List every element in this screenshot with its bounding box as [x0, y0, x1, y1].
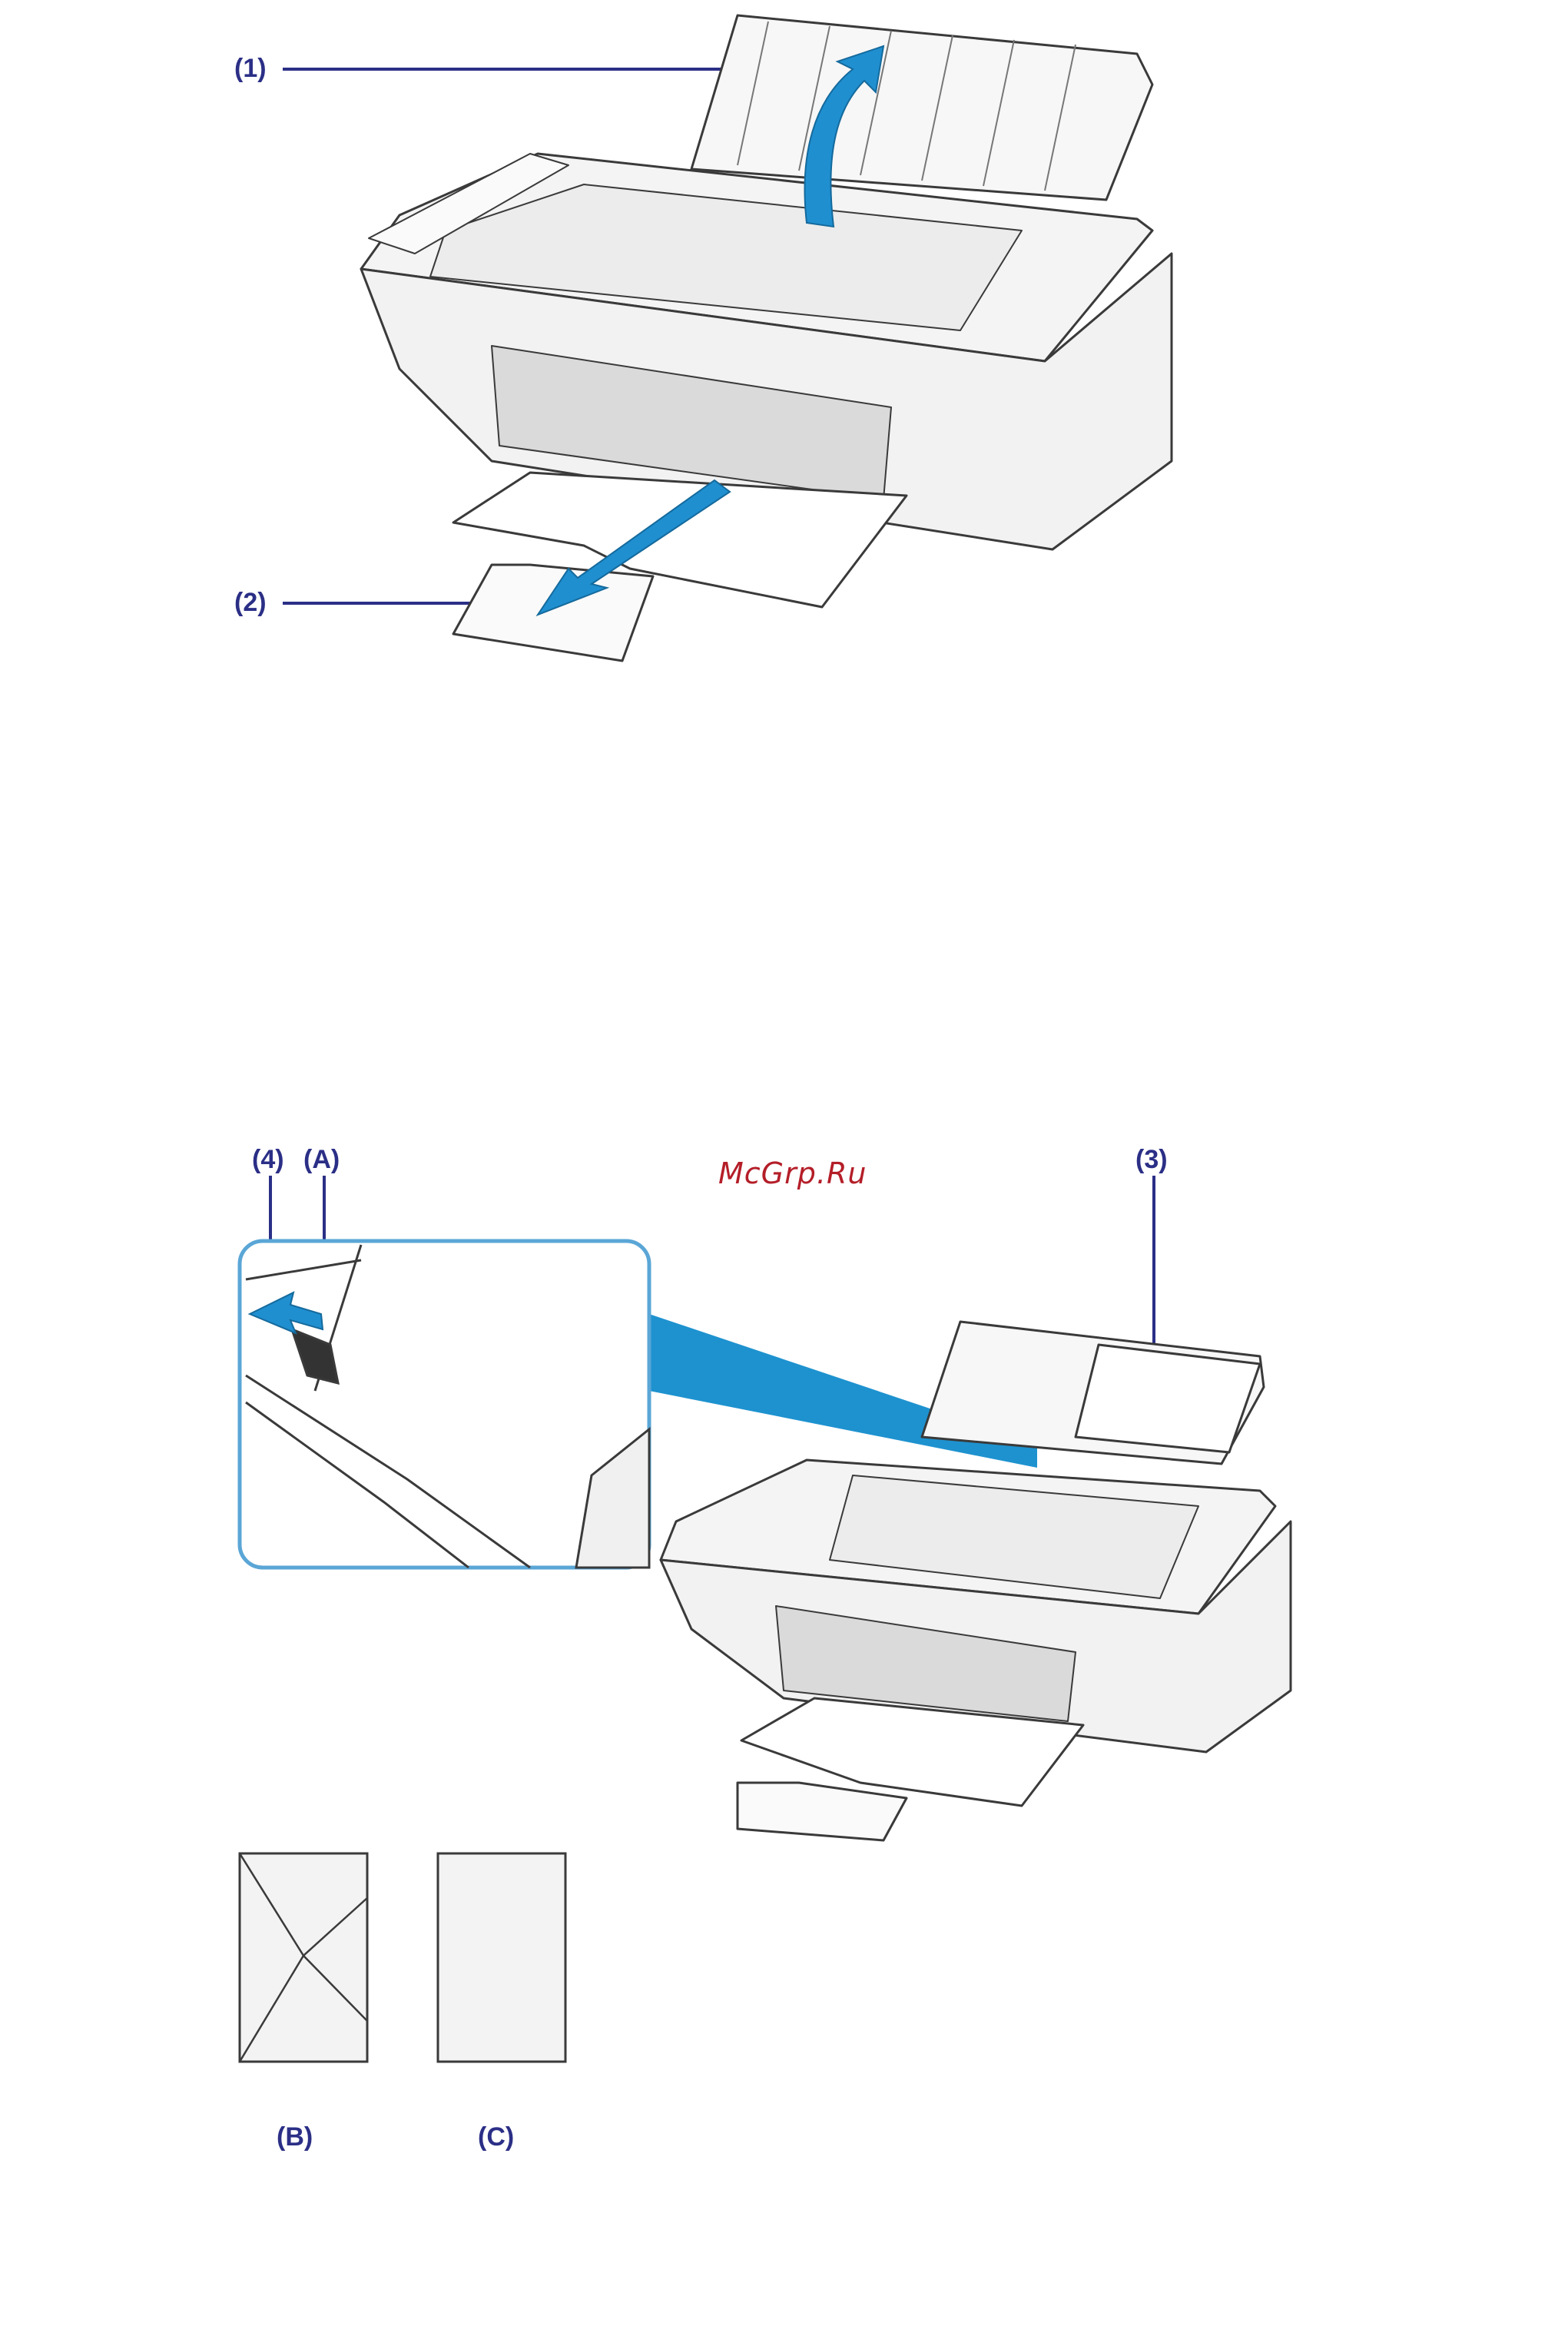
output-tray-extension [453, 565, 653, 661]
paper-support [691, 15, 1152, 200]
printer-illustration-2 [0, 1199, 1568, 1890]
envelope-back-illustration [238, 1852, 369, 2063]
callout-label-A: (A) [303, 1145, 340, 1175]
watermark-text: McGrp.Ru [718, 1156, 867, 1190]
callout-label-3: (3) [1135, 1145, 1168, 1175]
callout-label-B: (B) [277, 2122, 313, 2152]
output-tray-extension-2 [738, 1783, 907, 1840]
loaded-paper [1076, 1345, 1260, 1452]
printer-illustration-1 [0, 0, 1568, 692]
callout-label-C: (C) [478, 2122, 514, 2152]
envelope-front-illustration [436, 1852, 567, 2063]
callout-label-4: (4) [252, 1145, 284, 1175]
